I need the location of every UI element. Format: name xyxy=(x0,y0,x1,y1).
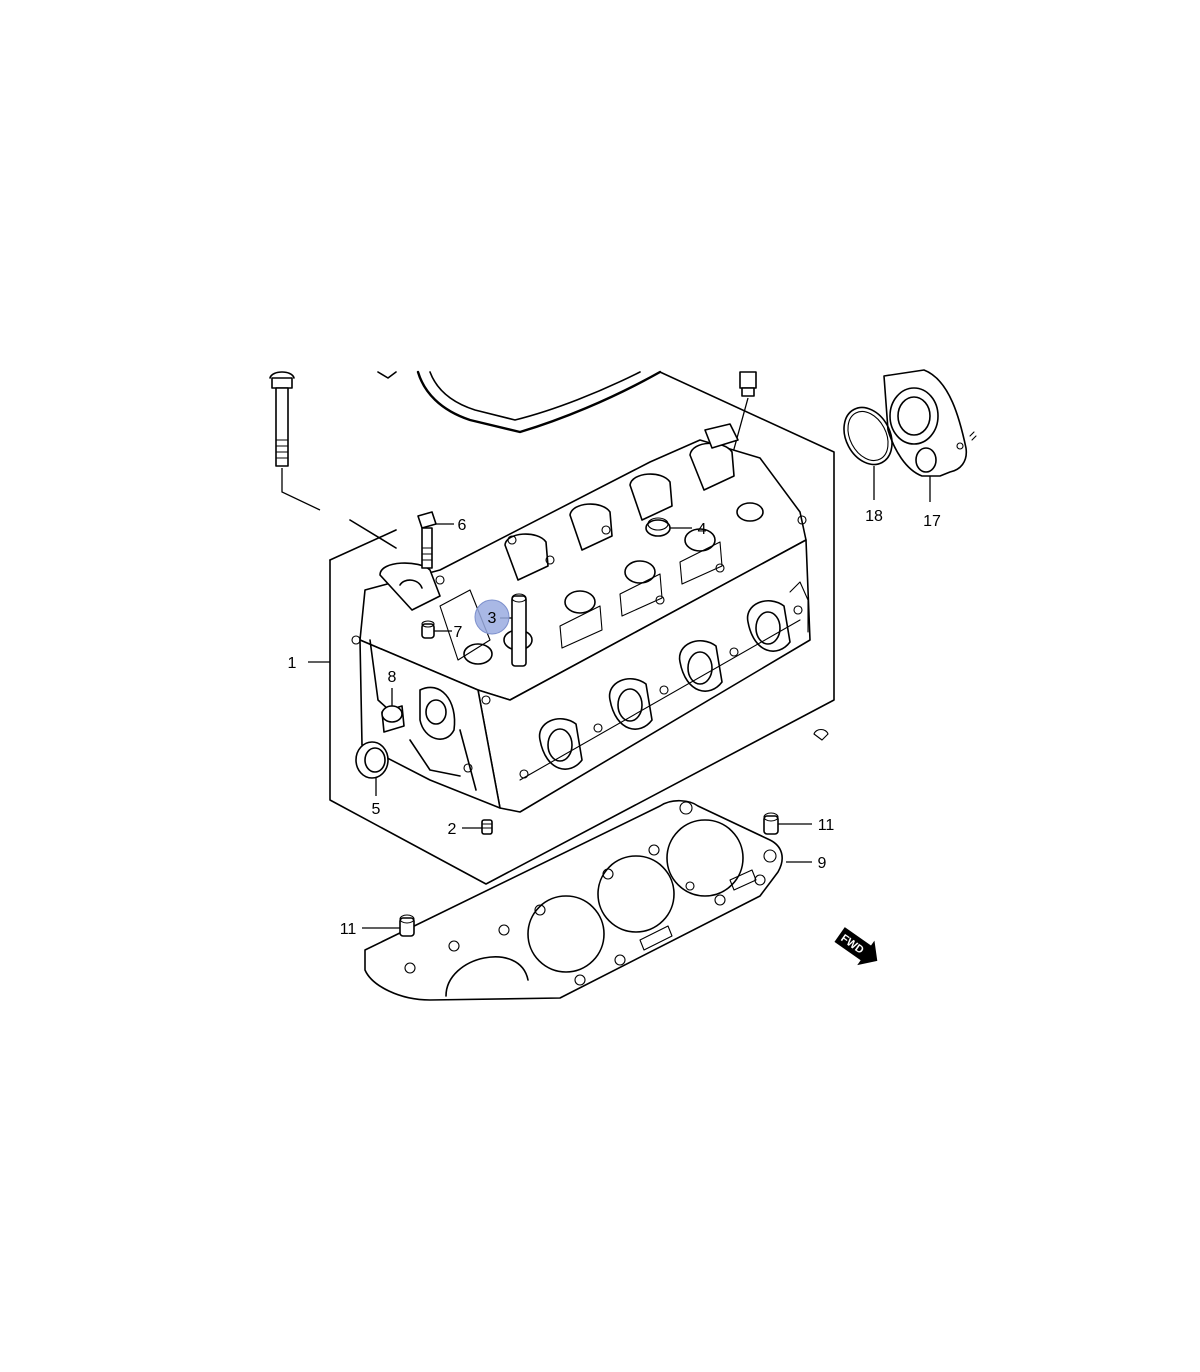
callout-5: 5 xyxy=(372,801,381,818)
callout-1: 1 xyxy=(288,655,297,672)
callout-17: 17 xyxy=(923,513,941,530)
callout-8: 8 xyxy=(388,669,397,686)
part-11-dowel-left xyxy=(362,914,415,937)
part-5-oil-seal xyxy=(355,741,389,796)
callout-7: 7 xyxy=(454,624,463,641)
small-bracket-mark xyxy=(813,728,829,741)
callout-18: 18 xyxy=(865,508,883,525)
cylinder-head xyxy=(351,423,811,813)
callout-9: 9 xyxy=(818,855,827,872)
head-bolt xyxy=(269,371,321,511)
part-3-valve-guide xyxy=(500,593,527,667)
part-11-dowel-right xyxy=(763,812,812,835)
callout-4: 4 xyxy=(698,521,707,538)
callout-11-right: 11 xyxy=(818,817,835,834)
valve-cover-gasket-partial xyxy=(377,370,662,434)
callout-2: 2 xyxy=(448,821,457,838)
part-7-dowel xyxy=(421,620,452,639)
callout-6: 6 xyxy=(458,517,467,534)
assembly-frame xyxy=(308,371,835,885)
head-gasket xyxy=(364,799,812,1001)
fwd-direction-arrow: FWD xyxy=(834,927,878,966)
water-outlet-housing xyxy=(883,369,977,502)
callout-3[interactable]: 3 xyxy=(488,610,497,627)
part-3-highlight xyxy=(474,599,510,635)
callout-11-left: 11 xyxy=(340,921,357,938)
part-2-plug xyxy=(462,819,493,835)
part-4-seal xyxy=(645,517,692,537)
part-6-bolt xyxy=(417,511,454,569)
water-outlet-gasket xyxy=(843,406,893,500)
